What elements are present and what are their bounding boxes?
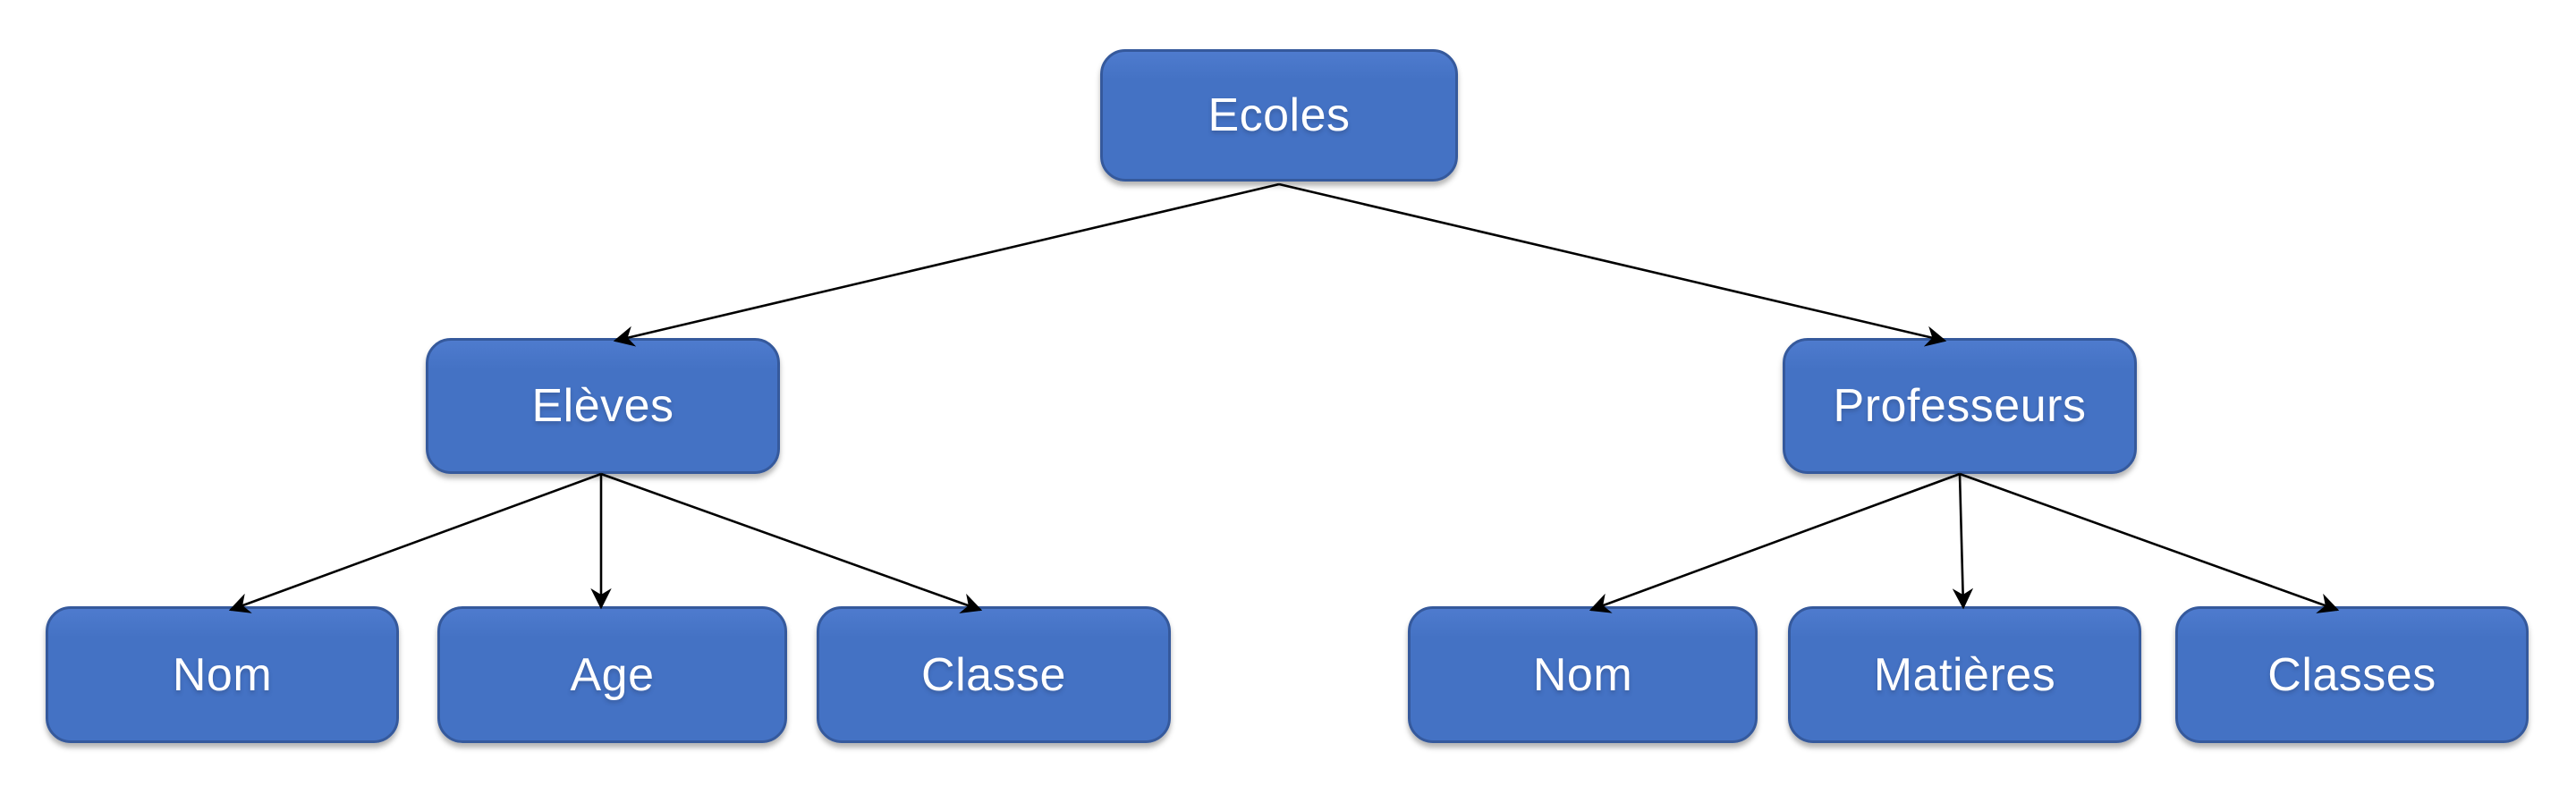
tree-node-ecoles: Ecoles — [1100, 49, 1458, 182]
node-label: Nom — [1532, 648, 1633, 701]
tree-node-professeurs-nom: Nom — [1408, 606, 1758, 743]
tree-node-professeurs: Professeurs — [1783, 338, 2137, 474]
node-label: Ecoles — [1208, 89, 1351, 141]
node-label: Age — [570, 648, 655, 701]
tree-node-professeurs-classes: Classes — [2175, 606, 2529, 743]
tree-node-eleves-classe: Classe — [817, 606, 1171, 743]
tree-node-eleves-age: Age — [437, 606, 787, 743]
edge-eleves-nom — [228, 472, 602, 613]
edge-professeurs-matieres — [1952, 473, 1974, 610]
tree-node-professeurs-matieres: Matières — [1788, 606, 2141, 743]
node-label: Matières — [1873, 648, 2056, 701]
edge-ecoles-eleves — [613, 182, 1280, 347]
tree-node-eleves-nom: Nom — [46, 606, 399, 743]
node-label: Nom — [172, 648, 273, 701]
edge-professeurs-nom — [1589, 472, 1961, 613]
node-label: Classes — [2267, 648, 2436, 701]
edge-professeurs-classes — [1959, 472, 2340, 613]
edge-ecoles-professeurs — [1278, 182, 1947, 347]
node-label: Professeurs — [1833, 380, 2087, 432]
tree-node-eleves: Elèves — [426, 338, 780, 474]
node-label: Classe — [921, 648, 1066, 701]
edge-eleves-classe — [600, 472, 983, 613]
node-label: Elèves — [531, 380, 674, 432]
